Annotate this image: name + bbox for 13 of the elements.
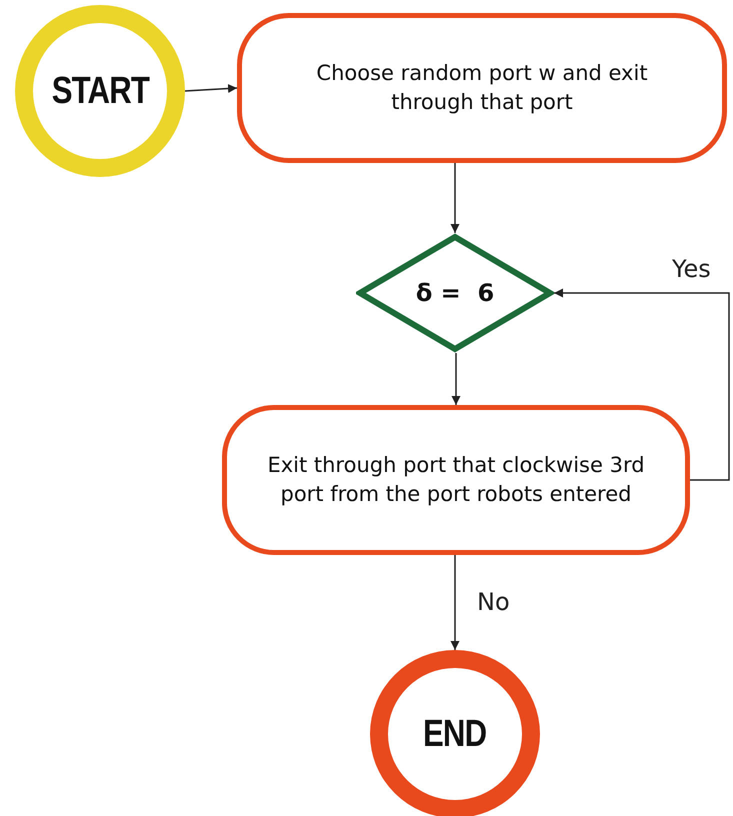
node-text: Exit through port that clockwise 3rd port from the port robots entered	[266, 452, 646, 508]
decision-diamond	[356, 233, 554, 353]
node-text: Choose random port w and exit through that port	[315, 60, 649, 116]
arrow	[452, 353, 460, 405]
arrow	[450, 163, 460, 233]
node-text: δ = 6	[416, 279, 494, 307]
terminal-label: END	[423, 712, 487, 756]
arrow	[184, 84, 238, 93]
arrow	[450, 555, 460, 650]
arrow	[554, 288, 730, 481]
process-box	[222, 405, 690, 555]
process-box	[237, 13, 727, 163]
terminal-label: START	[51, 70, 149, 112]
